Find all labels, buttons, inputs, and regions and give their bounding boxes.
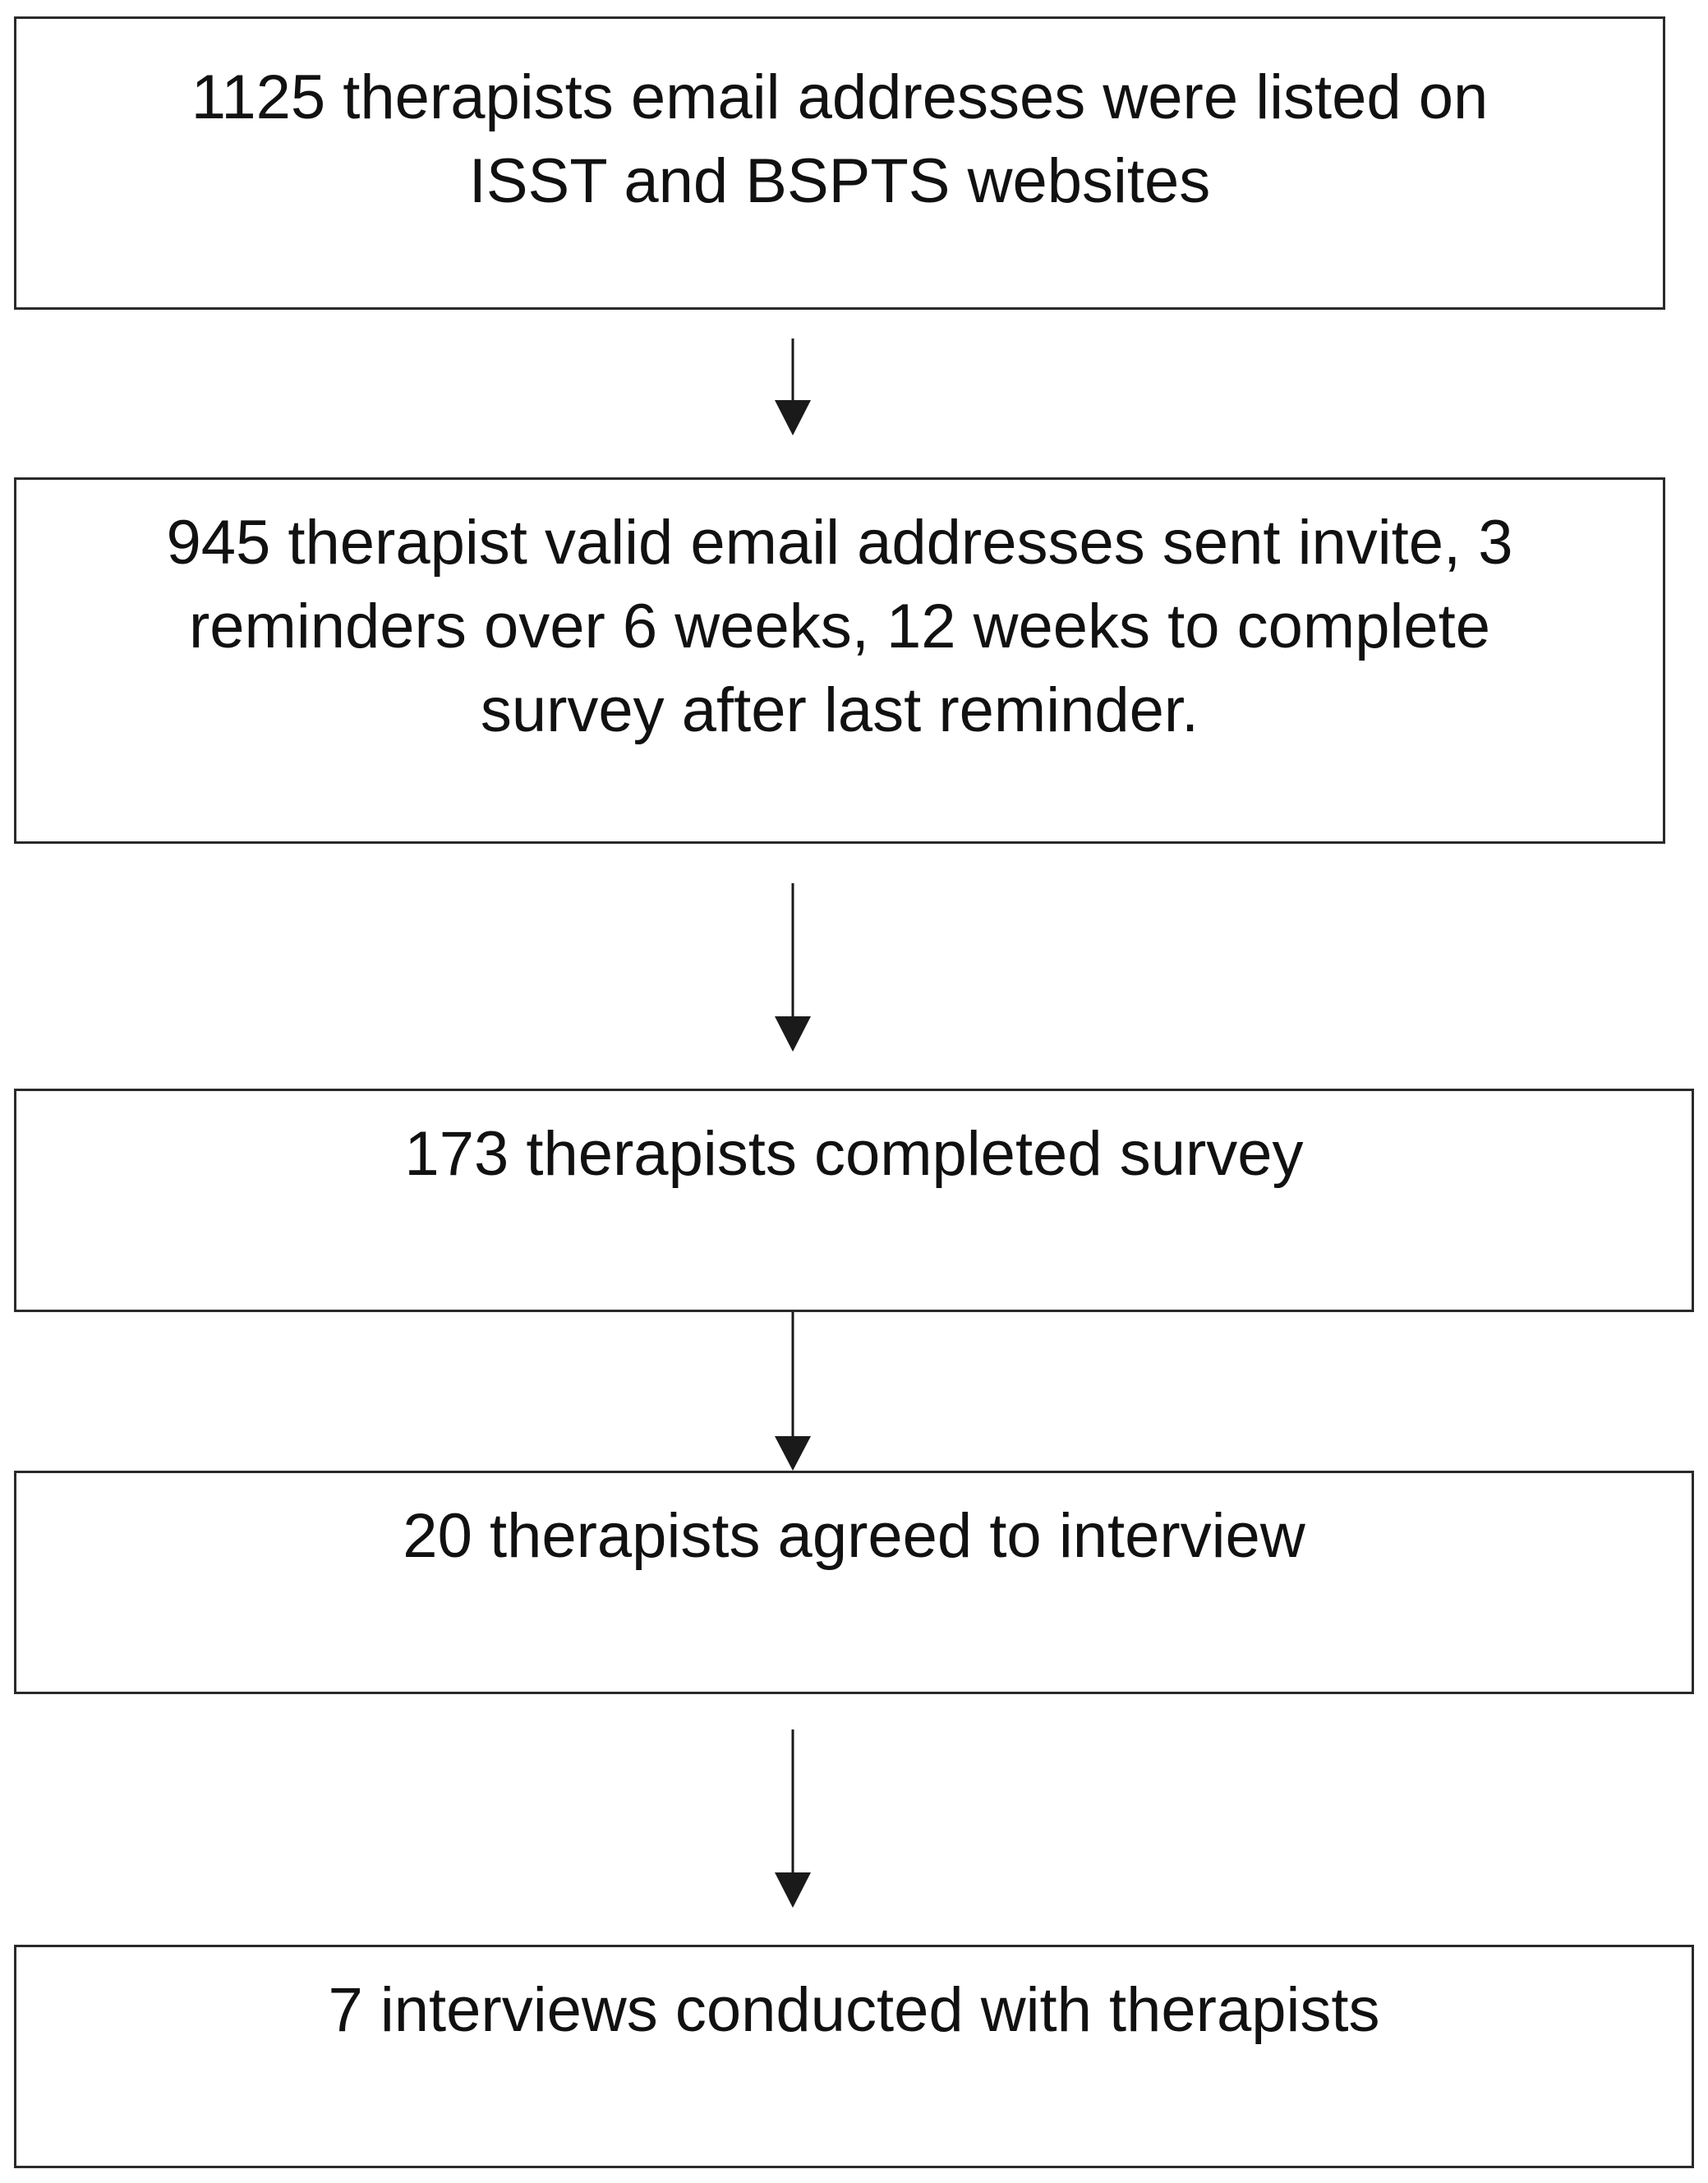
flow-box-listed-line-2: ISST and BSPTS websites <box>468 146 1211 216</box>
flow-box-agreed-line-1: 20 therapists agreed to interview <box>403 1501 1305 1571</box>
flow-box-invited-line-3: survey after last reminder. <box>480 675 1199 745</box>
flow-box-completed: 173 therapists completed survey <box>14 1089 1694 1312</box>
flow-box-listed-line-1: 1125 therapists email addresses were lis… <box>191 62 1489 132</box>
arrow-agreed-to-interviewed <box>775 1729 811 1908</box>
flow-box-invited: 945 therapist valid email addresses sent… <box>14 477 1665 844</box>
flow-box-listed: 1125 therapists email addresses were lis… <box>14 16 1665 310</box>
arrow-completed-to-agreed <box>775 1312 811 1471</box>
arrow-listed-to-invited <box>775 339 811 435</box>
flow-box-agreed: 20 therapists agreed to interview <box>14 1471 1694 1694</box>
arrow-invited-to-completed <box>775 883 811 1052</box>
flow-box-interviewed: 7 interviews conducted with therapists <box>14 1945 1694 2168</box>
flow-box-invited-line-2: reminders over 6 weeks, 12 weeks to comp… <box>188 592 1491 661</box>
flow-box-completed-line-1: 173 therapists completed survey <box>404 1119 1304 1189</box>
flow-box-interviewed-line-1: 7 interviews conducted with therapists <box>328 1975 1380 2045</box>
flow-box-invited-line-1: 945 therapist valid email addresses sent… <box>166 508 1513 578</box>
